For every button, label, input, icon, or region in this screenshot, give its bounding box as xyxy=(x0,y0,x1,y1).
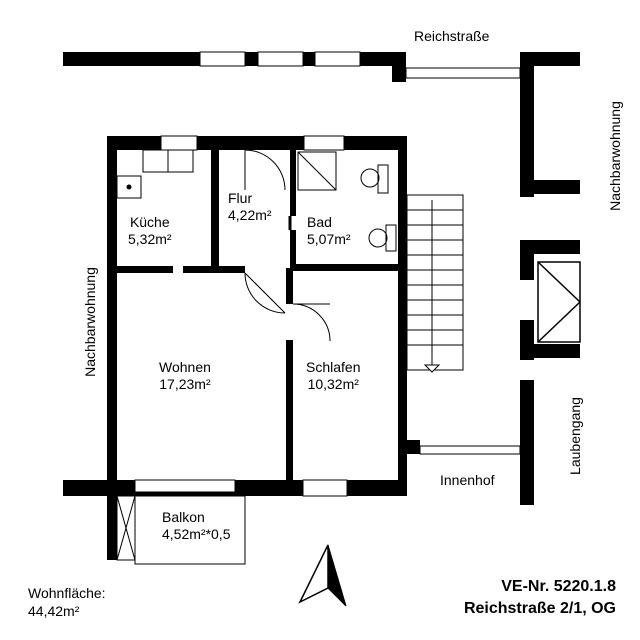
room-name: Küche xyxy=(129,214,170,230)
room-name: Bad xyxy=(307,214,332,230)
elevator-shaft xyxy=(537,261,581,343)
total-area: Wohnfläche: 44,42m² xyxy=(28,584,106,620)
total-area-label: Wohnfläche: xyxy=(28,585,106,601)
windows xyxy=(134,51,521,497)
room-name: Flur xyxy=(228,190,253,206)
room-area: 5,32m² xyxy=(128,231,172,247)
room-name: Schlafen xyxy=(306,359,361,375)
address: Reichstraße 2/1, OG xyxy=(463,600,616,617)
staircase xyxy=(406,194,464,373)
doors xyxy=(244,149,331,342)
neighbor-right-label: Nachbarwohnung xyxy=(607,101,623,211)
room-balcony: Balkon 4,52m²*0,5 xyxy=(162,509,230,543)
ve-number: VE-Nr. 5220.1.8 xyxy=(501,578,616,595)
room-area: 17,23m² xyxy=(159,376,211,392)
walkway-label: Laubengang xyxy=(567,397,583,475)
street-label: Reichstraße xyxy=(414,28,490,44)
property-info: VE-Nr. 5220.1.8 Reichstraße 2/1, OG xyxy=(464,576,616,620)
total-area-value: 44,42m² xyxy=(28,603,80,619)
room-name: Wohnen xyxy=(159,359,211,375)
room-area: 5,07m² xyxy=(307,231,351,247)
room-hall: Flur 4,22m² xyxy=(228,190,272,224)
room-name: Balkon xyxy=(162,509,205,525)
north-arrow-icon xyxy=(298,544,347,607)
room-area: 10,32m² xyxy=(307,376,359,392)
room-area: 4,52m²*0,5 xyxy=(162,526,231,542)
courtyard-label: Innenhof xyxy=(440,472,495,488)
room-kitchen: Küche 5,32m² xyxy=(128,214,172,248)
room-bath: Bad 5,07m² xyxy=(307,214,351,248)
room-living: Wohnen 17,23m² xyxy=(159,359,211,393)
room-bedroom: Schlafen 10,32m² xyxy=(306,359,360,393)
fixtures xyxy=(116,149,397,252)
neighbor-left-label: Nachbarwohnung xyxy=(82,267,98,377)
room-area: 4,22m² xyxy=(228,207,272,223)
balcony-outline xyxy=(116,495,246,565)
